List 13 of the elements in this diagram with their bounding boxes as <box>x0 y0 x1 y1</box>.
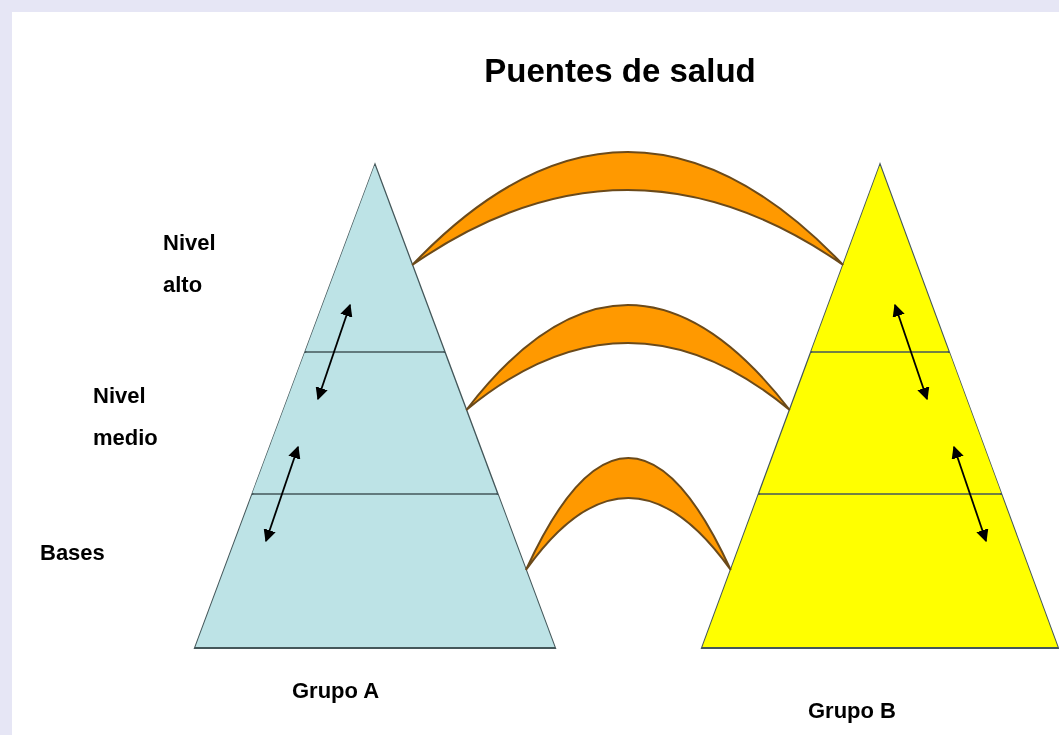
group-label: Grupo B <box>808 698 896 724</box>
level-label: Nivel medio <box>93 382 159 452</box>
double-arrow <box>315 303 353 401</box>
level-label: Bases <box>40 539 106 567</box>
group-label: Grupo A <box>292 678 380 704</box>
level-label: Nivel alto <box>163 229 217 299</box>
bridge <box>524 457 732 571</box>
double-arrow <box>263 445 301 543</box>
bridge <box>465 304 791 411</box>
double-arrow <box>892 303 930 401</box>
double-arrow <box>951 445 989 543</box>
bridge <box>411 151 845 266</box>
title: Puentes de salud <box>483 52 757 90</box>
